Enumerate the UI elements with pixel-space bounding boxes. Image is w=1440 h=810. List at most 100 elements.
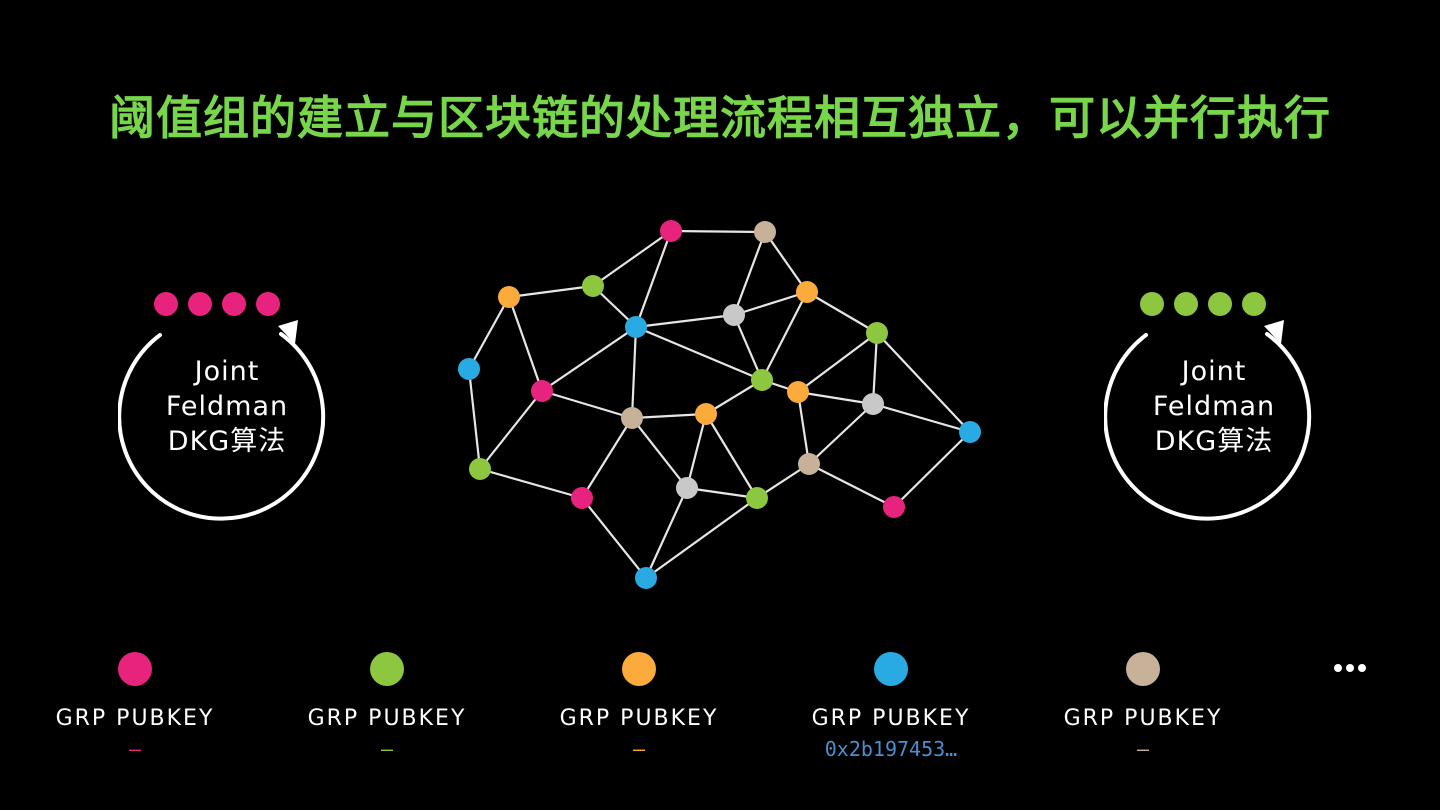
network-edge — [685, 413, 708, 489]
network-edge — [541, 326, 637, 392]
network-edge — [635, 325, 763, 382]
member-dot — [222, 292, 246, 316]
network-edge — [761, 291, 808, 381]
network-edge — [630, 326, 638, 419]
network-edge — [686, 486, 758, 500]
left-member-dots — [154, 292, 280, 316]
legend-item-blue: GRP PUBKEY 0x2b197453… — [791, 652, 991, 761]
network-node-green — [866, 322, 888, 344]
network-node-pink — [660, 220, 682, 242]
right-cycle-label: Joint Feldman DKG算法 — [1124, 354, 1304, 459]
network-node-green — [469, 458, 491, 480]
left-cycle-label-line1: Joint — [194, 356, 260, 387]
legend-item-pink: GRP PUBKEY – — [35, 652, 235, 761]
network-node-orange — [695, 403, 717, 425]
network-edge — [871, 332, 879, 405]
legend-value: – — [128, 737, 142, 761]
network-node-blue — [635, 567, 657, 589]
network-edge — [541, 389, 633, 420]
network-edge — [644, 487, 689, 579]
legend-dot-blue — [874, 652, 908, 686]
network-node-gray — [862, 393, 884, 415]
legend-name: GRP PUBKEY — [307, 706, 467, 731]
network-edge — [733, 290, 808, 317]
network-edge — [507, 296, 544, 392]
network-edge — [764, 231, 808, 293]
network-node-pink — [883, 496, 905, 518]
left-cycle-label-line2: Feldman — [165, 391, 289, 422]
legend-item-green: GRP PUBKEY – — [287, 652, 487, 761]
legend-name: GRP PUBKEY — [55, 706, 215, 731]
network-edge — [808, 463, 895, 508]
member-dot — [1174, 292, 1198, 316]
legend-name: GRP PUBKEY — [1063, 706, 1223, 731]
right-cycle-label-line1: Joint — [1181, 356, 1247, 387]
legend-name: GRP PUBKEY — [811, 706, 971, 731]
legend-value: 0x2b197453… — [824, 737, 958, 761]
network-node-green — [751, 369, 773, 391]
legend-value: – — [380, 737, 394, 761]
network-edge — [631, 412, 707, 420]
network-node-tan — [621, 407, 643, 429]
legend-dot-orange — [622, 652, 656, 686]
network-node-pink — [571, 487, 593, 509]
network-edge — [468, 296, 510, 370]
network-edge — [645, 497, 758, 579]
member-dot — [256, 292, 280, 316]
network-edge — [732, 314, 764, 381]
network-node-blue — [458, 358, 480, 380]
right-cycle-arrow-icon — [1104, 320, 1312, 521]
network-edge — [796, 391, 811, 465]
legend-value: – — [632, 737, 646, 761]
left-cycle-label: Joint Feldman DKG算法 — [137, 354, 317, 459]
network-node-pink — [531, 380, 553, 402]
network-edge — [581, 417, 633, 499]
network-node-orange — [796, 281, 818, 303]
network-edge — [797, 332, 878, 393]
network-node-orange — [787, 381, 809, 403]
network-node-gray — [723, 304, 745, 326]
network-edge — [797, 390, 874, 406]
member-dot — [1208, 292, 1232, 316]
right-cycle-label-line2: Feldman — [1152, 391, 1276, 422]
network-node-tan — [798, 453, 820, 475]
legend-item-orange: GRP PUBKEY – — [539, 652, 739, 761]
network-node-gray — [676, 477, 698, 499]
network-edge — [634, 230, 673, 328]
network-edge — [631, 417, 688, 489]
network-edge — [581, 497, 647, 579]
member-dot — [188, 292, 212, 316]
member-dot — [154, 292, 178, 316]
left-cycle-arrow-icon — [118, 320, 326, 521]
legend-dot-tan — [1126, 652, 1160, 686]
page-title: 阈值组的建立与区块链的处理流程相互独立，可以并行执行 — [109, 91, 1331, 145]
member-dot — [1140, 292, 1164, 316]
network-node-green — [746, 487, 768, 509]
network-edge — [508, 284, 594, 299]
network-edge — [732, 231, 767, 316]
network-node-green — [582, 275, 604, 297]
network-edge — [635, 313, 735, 329]
member-dot — [1242, 292, 1266, 316]
network-edge — [893, 431, 971, 508]
ellipsis-icon — [1334, 664, 1366, 672]
right-cycle-label-line3: DKG算法 — [1154, 426, 1274, 457]
left-cycle-label-line3: DKG算法 — [167, 426, 287, 457]
network-edge — [705, 413, 758, 499]
network-edge — [592, 230, 672, 287]
network-edge — [670, 229, 766, 234]
legend-item-tan: GRP PUBKEY – — [1043, 652, 1243, 761]
network-node-blue — [959, 421, 981, 443]
network-edge — [872, 402, 971, 434]
legend-dot-green — [370, 652, 404, 686]
network-node-orange — [498, 286, 520, 308]
network-edge — [808, 403, 874, 465]
network-edge — [479, 467, 583, 500]
right-member-dots — [1140, 292, 1266, 316]
network-edge — [467, 368, 482, 470]
network-node-blue — [625, 316, 647, 338]
network-edge — [479, 390, 543, 470]
legend-value: – — [1136, 737, 1150, 761]
network-edge — [876, 332, 971, 433]
